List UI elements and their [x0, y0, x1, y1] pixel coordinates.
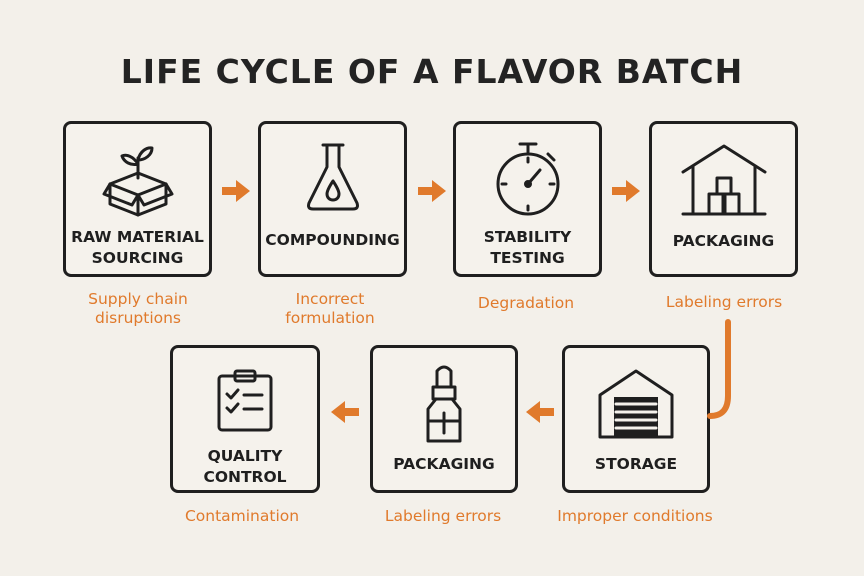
risk-label: Supply chain disruptions	[88, 290, 188, 327]
arrow-left-icon	[331, 401, 359, 423]
risk-label: Labeling errors	[665, 293, 783, 311]
clipboard-checklist-icon	[173, 368, 317, 432]
stage-label: RAW MATERIAL SOURCING	[71, 228, 204, 267]
stage-label: QUALITY CONTROL	[203, 447, 287, 486]
risk-label: Labeling errors	[384, 507, 502, 525]
stage-storage: STORAGE	[562, 345, 710, 493]
stage-label: STORAGE	[594, 455, 678, 473]
box-with-sprout-icon	[66, 140, 209, 218]
garage-storage-icon	[565, 367, 707, 441]
stage-label: PACKAGING	[672, 232, 775, 250]
risk-label: Incorrect formulation	[285, 290, 375, 327]
diagram-title: LIFE CYCLE OF A FLAVOR BATCH	[120, 52, 744, 91]
connector-curve	[707, 319, 731, 419]
stage-quality-control: QUALITY CONTROL	[170, 345, 320, 493]
warehouse-crates-icon	[652, 142, 795, 216]
stage-packaging-top: PACKAGING	[649, 121, 798, 277]
stage-compounding: COMPOUNDING	[258, 121, 407, 277]
stage-label: PACKAGING	[393, 455, 495, 473]
stage-raw-material-sourcing: RAW MATERIAL SOURCING	[63, 121, 212, 277]
flask-icon	[261, 141, 404, 213]
arrow-right-icon	[222, 180, 250, 202]
stage-label: COMPOUNDING	[265, 231, 400, 249]
arrow-right-icon	[418, 180, 446, 202]
risk-label: Improper conditions	[557, 507, 713, 525]
arrow-right-icon	[612, 180, 640, 202]
stopwatch-icon	[456, 138, 599, 218]
dropper-bottle-icon	[373, 363, 515, 445]
arrow-left-icon	[526, 401, 554, 423]
stage-label: STABILITY TESTING	[483, 228, 572, 267]
stage-packaging-bottom: PACKAGING	[370, 345, 518, 493]
stage-stability-testing: STABILITY TESTING	[453, 121, 602, 277]
risk-label: Contamination	[184, 507, 300, 525]
risk-label: Degradation	[477, 294, 575, 312]
